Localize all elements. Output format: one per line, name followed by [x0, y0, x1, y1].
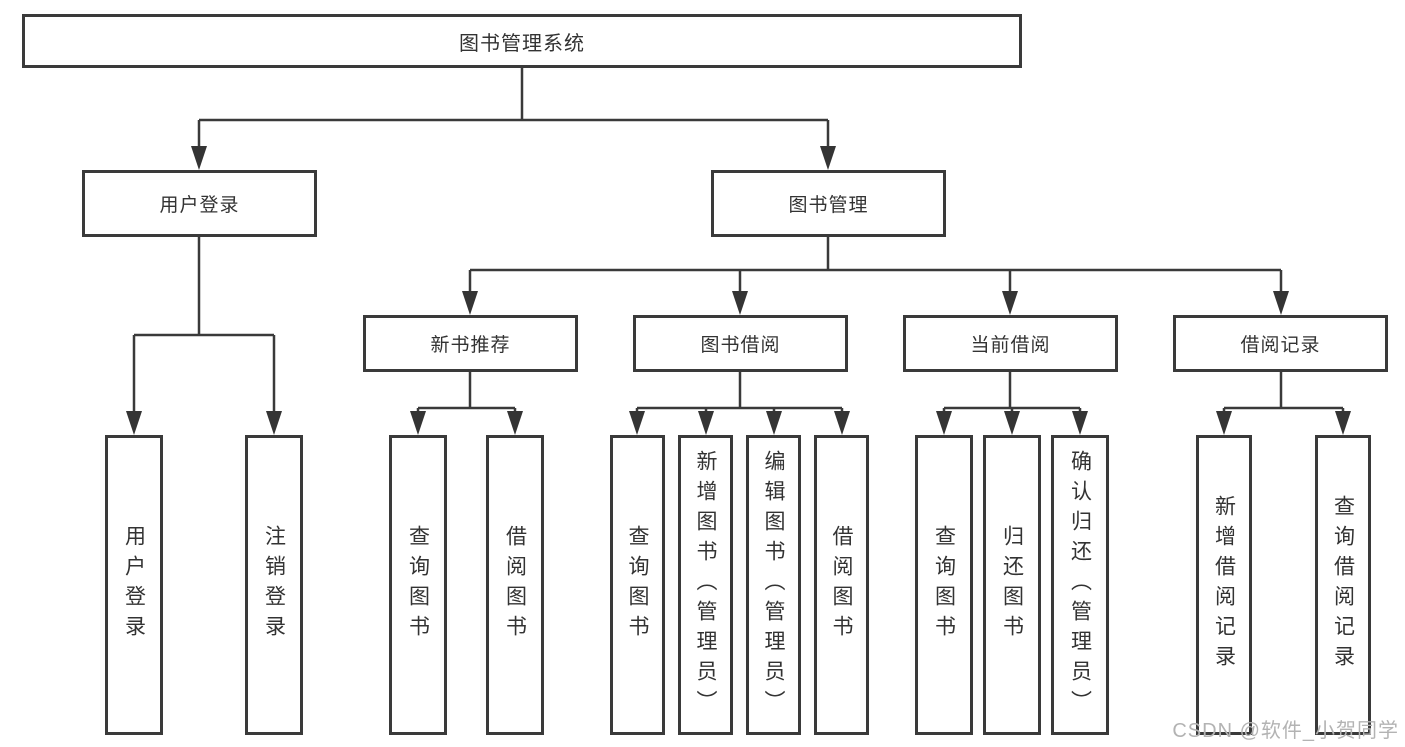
leaf-edit-book-admin-label: 编辑图书（管理员） [762, 450, 785, 720]
leaf-query-book-current-label: 查询图书 [932, 525, 956, 645]
node-current-borrow-label: 当前借阅 [970, 335, 1051, 356]
node-user-login: 用户登录 [82, 170, 317, 237]
leaf-add-book-admin-label: 新增图书（管理员） [694, 450, 717, 720]
node-new-book-recommend: 新书推荐 [363, 315, 578, 372]
node-book-management-label: 图书管理 [788, 195, 869, 216]
node-borrow-record-label: 借阅记录 [1240, 335, 1321, 356]
leaf-logout-label: 注销登录 [262, 525, 286, 645]
leaf-user-login-label: 用户登录 [122, 525, 146, 645]
leaf-query-book-borrow-label: 查询图书 [626, 525, 649, 645]
node-root-label: 图书管理系统 [459, 32, 585, 55]
leaf-query-book-borrow: 查询图书 [610, 435, 665, 735]
leaf-return-book-label: 归还图书 [1000, 525, 1024, 645]
leaf-borrow-book-recommend: 借阅图书 [486, 435, 544, 735]
leaf-user-login: 用户登录 [105, 435, 163, 735]
leaf-query-book-current: 查询图书 [915, 435, 973, 735]
node-user-login-label: 用户登录 [159, 195, 240, 216]
leaf-logout: 注销登录 [245, 435, 303, 735]
leaf-confirm-return-admin-label: 确认归还（管理员） [1068, 450, 1092, 720]
leaf-edit-book-admin: 编辑图书（管理员） [746, 435, 801, 735]
leaf-query-borrow-record: 查询借阅记录 [1315, 435, 1371, 735]
node-new-book-recommend-label: 新书推荐 [430, 335, 511, 356]
leaf-confirm-return-admin: 确认归还（管理员） [1051, 435, 1109, 735]
node-book-borrow-label: 图书借阅 [700, 335, 781, 356]
node-current-borrow: 当前借阅 [903, 315, 1118, 372]
leaf-query-book-recommend: 查询图书 [389, 435, 447, 735]
leaf-return-book: 归还图书 [983, 435, 1041, 735]
leaf-add-book-admin: 新增图书（管理员） [678, 435, 733, 735]
node-root: 图书管理系统 [22, 14, 1022, 68]
node-book-borrow: 图书借阅 [633, 315, 848, 372]
csdn-watermark: CSDN @软件_小贺同学 [1172, 720, 1399, 742]
leaf-query-borrow-record-label: 查询借阅记录 [1331, 495, 1355, 675]
node-borrow-record: 借阅记录 [1173, 315, 1388, 372]
leaf-borrow-book-recommend-label: 借阅图书 [503, 525, 527, 645]
leaf-borrow-book: 借阅图书 [814, 435, 869, 735]
leaf-add-borrow-record-label: 新增借阅记录 [1212, 495, 1236, 675]
node-book-management: 图书管理 [711, 170, 946, 237]
leaf-add-borrow-record: 新增借阅记录 [1196, 435, 1252, 735]
leaf-query-book-recommend-label: 查询图书 [406, 525, 430, 645]
leaf-borrow-book-label: 借阅图书 [830, 525, 853, 645]
